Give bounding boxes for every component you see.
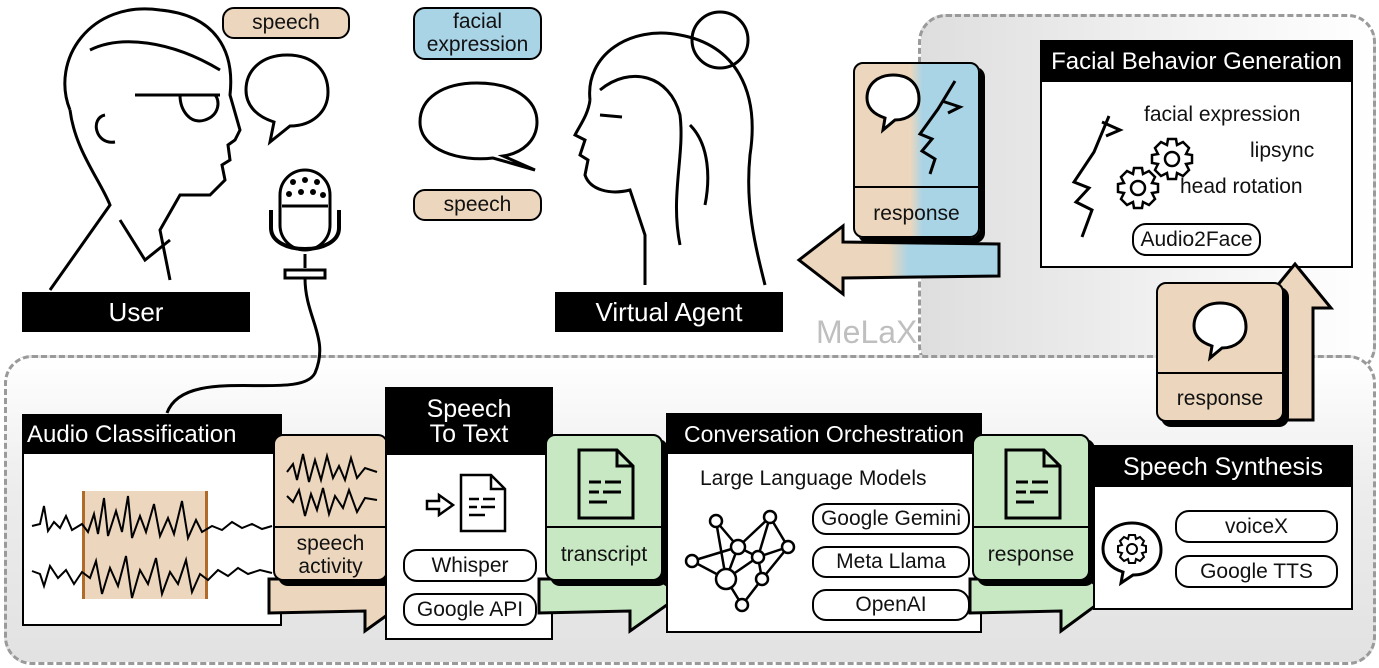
audio-classification-panel: Audio Classification — [22, 414, 282, 626]
transcript-card: transcript — [545, 434, 663, 581]
google-api-pill: Google API — [403, 593, 537, 626]
melax-label: MeLaX — [816, 314, 918, 350]
audio2face-pill: Audio2Face — [1132, 223, 1261, 256]
conversation-orchestration-title: Conversation Orchestration — [668, 415, 980, 454]
virtual-agent-label: Virtual Agent — [555, 292, 783, 332]
gear-icon — [1101, 521, 1163, 587]
gear-icon — [1150, 137, 1194, 181]
speech-bubble-icon — [865, 73, 921, 134]
virtual-agent-portrait-icon — [572, 10, 767, 286]
meta-llama-pill: Meta Llama — [812, 546, 970, 578]
llm-subtitle: Large Language Models — [700, 467, 927, 490]
speech-bubble-icon — [1192, 301, 1248, 362]
facial-behavior-title: Facial Behavior Generation — [1042, 42, 1351, 82]
response-card-top-label: response — [855, 186, 978, 236]
response-green-label: response — [974, 526, 1088, 579]
face-profile-icon — [917, 80, 964, 175]
voicex-pill: voiceX — [1175, 510, 1338, 543]
face-profile-icon — [1071, 115, 1124, 238]
document-icon — [577, 448, 635, 520]
speech-synthesis-panel: Speech Synthesis voiceX Google TTS — [1093, 445, 1353, 610]
response-card-right-label: response — [1158, 372, 1282, 420]
response-card-green: response — [972, 434, 1090, 581]
response-card-top: response — [853, 62, 980, 238]
facial-behavior-panel: Facial Behavior Generation facial expres… — [1040, 40, 1353, 268]
agent-speech-tag: speech — [413, 189, 542, 221]
user-label: User — [22, 292, 250, 332]
user-portrait-icon — [48, 7, 242, 291]
speech-activity-card: speech activity — [273, 434, 388, 581]
speech-bubble-icon — [244, 53, 330, 146]
head-rotation-text: head rotation — [1180, 175, 1303, 198]
lipsync-text: lipsync — [1250, 139, 1315, 162]
neural-network-icon — [684, 509, 796, 613]
gear-icon — [1116, 166, 1160, 210]
user-speech-tag: speech — [222, 7, 350, 39]
arrow-icon — [425, 492, 456, 518]
document-icon — [459, 473, 507, 533]
speech-activity-label: speech activity — [275, 526, 386, 579]
conversation-orchestration-panel: Conversation Orchestration Large Languag… — [666, 413, 982, 633]
whisper-pill: Whisper — [403, 549, 537, 582]
facial-expression-text: facial expression — [1144, 103, 1301, 126]
openai-pill: OpenAI — [812, 589, 970, 621]
agent-facial-expression-tag: facial expression — [413, 7, 542, 60]
google-tts-pill: Google TTS — [1175, 555, 1338, 588]
document-icon — [1004, 448, 1062, 520]
waveform-icon — [286, 452, 378, 518]
speech-bubble-icon — [418, 81, 539, 172]
speech-to-text-title: Speech To Text — [387, 389, 551, 455]
arrow-icon — [796, 222, 1001, 298]
waveform-icon — [31, 495, 273, 599]
audio-classification-title: Audio Classification — [24, 416, 280, 454]
microphone-icon — [165, 168, 341, 414]
speech-to-text-panel: Speech To Text Whisper Google API — [385, 387, 553, 640]
speech-synthesis-title: Speech Synthesis — [1095, 447, 1351, 487]
transcript-label: transcript — [547, 526, 661, 579]
response-card-right: response — [1156, 282, 1284, 422]
google-gemini-pill: Google Gemini — [812, 503, 970, 535]
